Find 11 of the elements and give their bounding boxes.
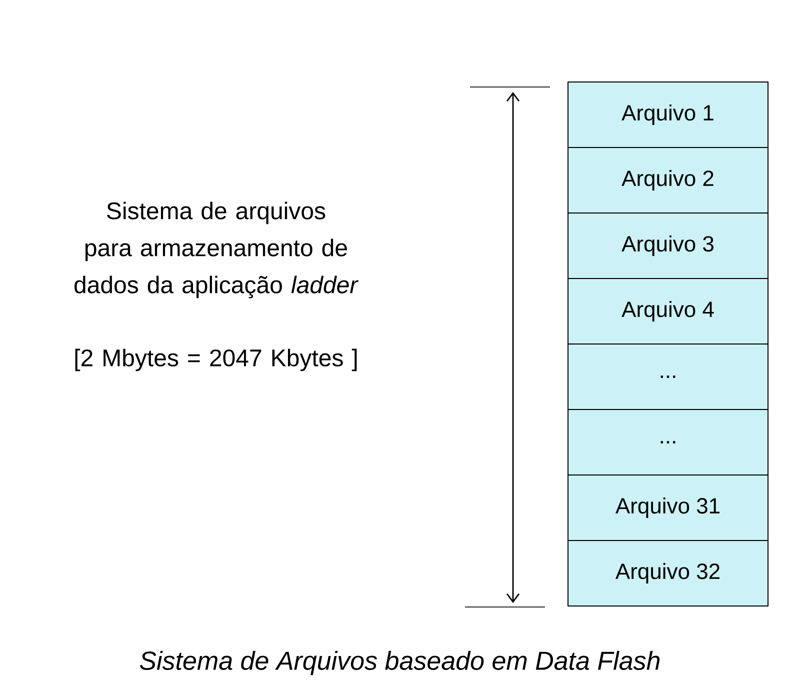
file-row: ...	[568, 409, 768, 476]
file-row: Arquivo 32	[568, 540, 768, 606]
file-row: Arquivo 3	[568, 212, 768, 279]
file-row: Arquivo 31	[568, 474, 768, 541]
caption: Sistema de Arquivos baseado em Data Flash	[140, 650, 660, 676]
description-text: Sistema de arquivos para armazenamento de dados da aplicação ladder	[74, 202, 358, 298]
file-row: Arquivo 4	[568, 278, 768, 344]
file-row: Arquivo 2	[568, 147, 768, 214]
description-text: [2 Mbytes = 2047 Kbytes ]	[75, 348, 357, 372]
file-row: Arquivo 1	[568, 82, 768, 148]
file-row: ...	[568, 344, 768, 410]
